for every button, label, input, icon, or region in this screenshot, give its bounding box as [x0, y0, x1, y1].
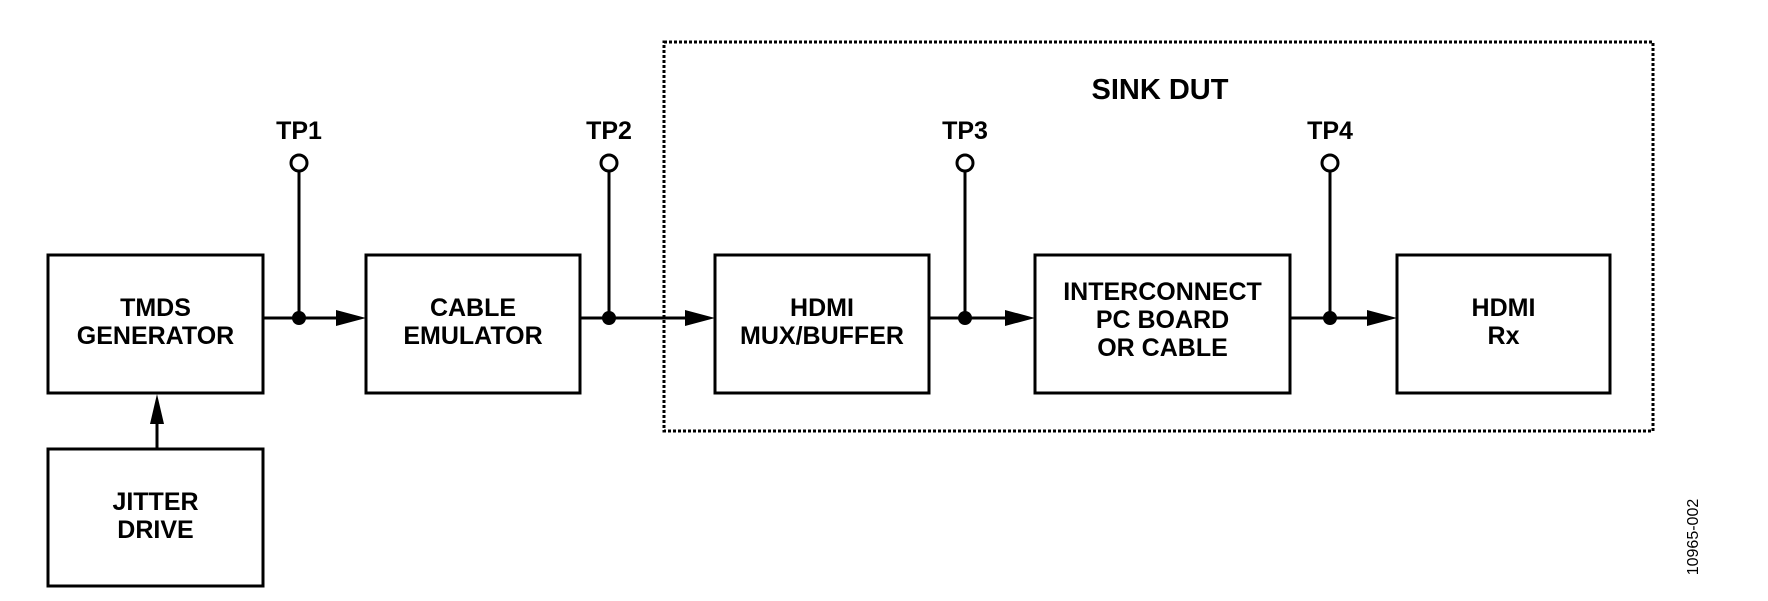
test-point-tp3: TP3	[942, 117, 988, 325]
block-label: PC BOARD	[1096, 306, 1229, 334]
arrow-jitter-to-tmds	[150, 394, 164, 449]
junction-dot-icon	[958, 311, 972, 325]
arrow-mux-to-interconnect	[929, 310, 1035, 326]
block-label: TMDS	[120, 294, 191, 322]
junction-dot-icon	[292, 311, 306, 325]
sink-dut-label: SINK DUT	[1092, 74, 1229, 106]
test-point-label: TP3	[942, 117, 988, 145]
block-cable-emulator: CABLE EMULATOR	[364, 253, 582, 395]
test-point-label: TP2	[586, 117, 632, 145]
block-label: DRIVE	[117, 516, 193, 544]
block-jitter-drive: JITTER DRIVE	[46, 447, 265, 588]
test-point-terminal-icon	[599, 153, 619, 173]
block-hdmi-rx: HDMI Rx	[1395, 253, 1612, 395]
arrow-tmds-to-cable	[263, 310, 366, 326]
test-point-tp1: TP1	[276, 117, 322, 325]
block-hdmi-mux-buffer: HDMI MUX/BUFFER	[713, 253, 931, 395]
test-point-label: TP4	[1307, 117, 1353, 145]
block-label: Rx	[1488, 322, 1520, 350]
junction-dot-icon	[1323, 311, 1337, 325]
block-tmds-generator: TMDS GENERATOR	[46, 253, 265, 395]
arrow-cable-to-mux	[580, 310, 715, 326]
figure-id: 10965-002	[1685, 499, 1702, 576]
block-interconnect: INTERCONNECT PC BOARD OR CABLE	[1033, 253, 1292, 395]
arrow-interconnect-to-rx	[1290, 310, 1397, 326]
test-point-terminal-icon	[955, 153, 975, 173]
block-label: OR CABLE	[1097, 334, 1228, 362]
block-label: GENERATOR	[77, 322, 234, 350]
block-label: EMULATOR	[403, 322, 542, 350]
test-point-terminal-icon	[289, 153, 309, 173]
test-point-tp4: TP4	[1307, 117, 1353, 325]
block-label: HDMI	[1472, 294, 1536, 322]
block-label: CABLE	[430, 294, 516, 322]
test-point-terminal-icon	[1320, 153, 1340, 173]
block-label: MUX/BUFFER	[740, 322, 904, 350]
test-point-tp2: TP2	[586, 117, 632, 325]
test-point-label: TP1	[276, 117, 322, 145]
sink-dut-group-box	[662, 40, 1655, 433]
junction-dot-icon	[602, 311, 616, 325]
block-label: HDMI	[790, 294, 854, 322]
block-label: INTERCONNECT	[1063, 278, 1262, 306]
block-label: JITTER	[112, 488, 198, 516]
